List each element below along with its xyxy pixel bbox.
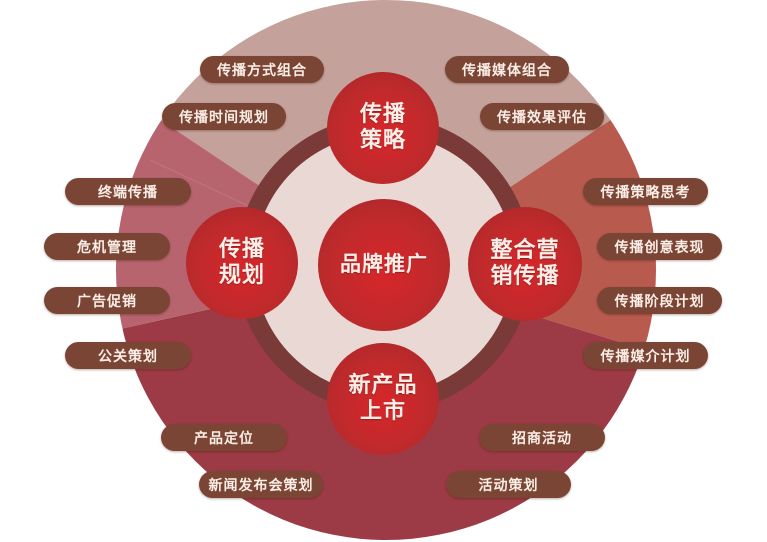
node-label-line: 传播 [359, 101, 406, 127]
node-new-product-launch: 新产品 上市 [327, 343, 439, 455]
pill-right-item: 传播策略思考 [583, 178, 708, 205]
pill-left-item: 广告促销 [44, 287, 170, 314]
pill-right-item: 传播阶段计划 [597, 287, 722, 314]
node-label-line: 新产品 [348, 372, 418, 398]
node-label-line: 整合营 [490, 237, 560, 263]
pill-top-item: 传播媒体组合 [445, 56, 569, 83]
pill-left-item: 终端传播 [65, 178, 191, 205]
node-label-line: 策略 [359, 128, 406, 153]
pill-top-item: 传播方式组合 [200, 56, 324, 83]
pill-top-item: 传播效果评估 [480, 103, 604, 130]
center-node-brand-promotion: 品牌推广 [318, 199, 450, 331]
pill-top-item: 传播时间规划 [162, 103, 286, 130]
node-label-line: 上市 [359, 399, 406, 424]
pill-right-item: 传播媒介计划 [583, 342, 708, 369]
pill-left-item: 危机管理 [44, 233, 170, 260]
node-communication-planning: 传播 规划 [186, 207, 298, 319]
pill-right-item: 传播创意表现 [597, 233, 722, 260]
pill-bottom-item: 新闻发布会策划 [199, 471, 323, 498]
pill-bottom-item: 活动策划 [446, 471, 571, 498]
pill-bottom-item: 招商活动 [479, 424, 605, 451]
node-label-line: 传播 [218, 236, 265, 262]
node-label-line: 销传播 [490, 264, 560, 289]
node-integrated-marketing: 整合营 销传播 [468, 207, 582, 321]
center-label: 品牌推广 [340, 252, 428, 277]
node-communication-strategy: 传播 策略 [327, 72, 439, 184]
pill-left-item: 公关策划 [65, 342, 191, 369]
node-label-line: 规划 [218, 263, 265, 288]
pill-bottom-item: 产品定位 [161, 424, 287, 451]
sector-bottom [116, 270, 656, 540]
